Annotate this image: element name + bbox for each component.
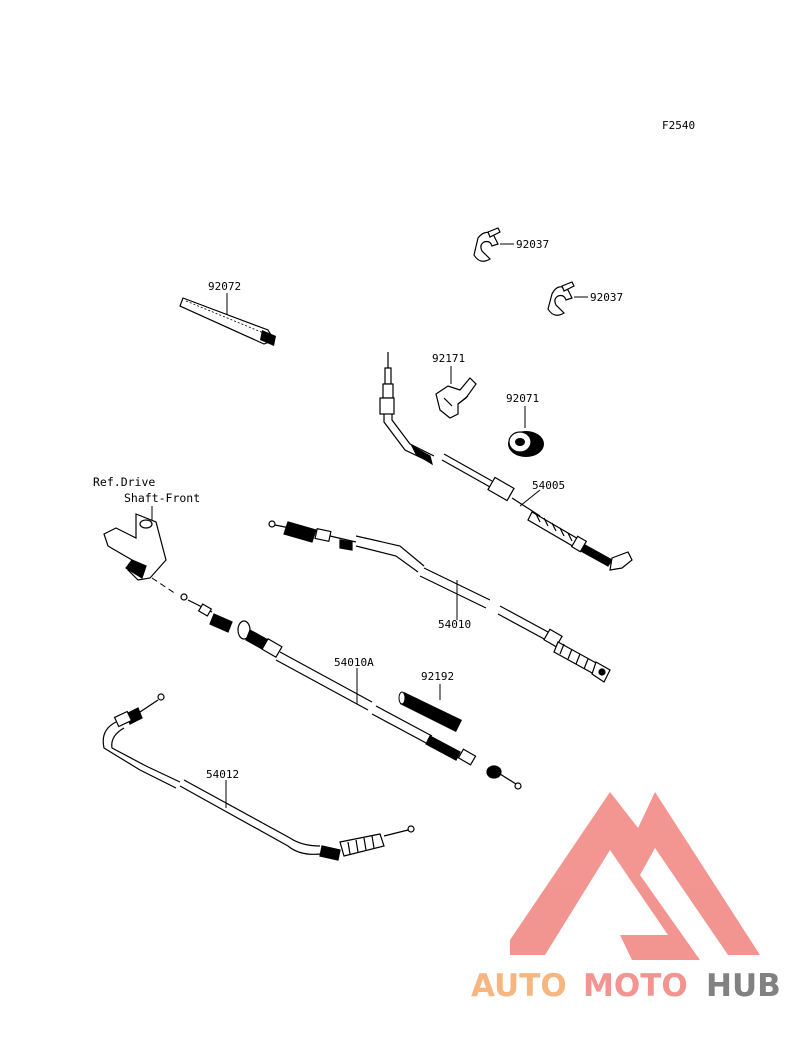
part-92037-clamp-lower[interactable] bbox=[547, 281, 575, 316]
part-92192-tube[interactable] bbox=[398, 691, 462, 732]
figure-code: F2540 bbox=[662, 119, 695, 132]
part-54010-cable[interactable] bbox=[268, 520, 611, 683]
label-92037-upper: 92037 bbox=[516, 238, 549, 251]
part-92071-grommet[interactable] bbox=[508, 431, 544, 457]
ref-note-line1: Ref.Drive bbox=[93, 475, 155, 489]
label-92037-lower: 92037 bbox=[590, 291, 623, 304]
label-92192: 92192 bbox=[421, 670, 454, 683]
logo-text-auto: AUTO bbox=[471, 968, 567, 1004]
part-92037-clamp-upper[interactable] bbox=[473, 227, 501, 262]
drive-shaft-bracket bbox=[103, 513, 167, 581]
label-54012: 54012 bbox=[206, 768, 239, 781]
label-92071: 92071 bbox=[506, 392, 539, 405]
part-92072-cable-tie[interactable] bbox=[179, 297, 276, 346]
automotohub-logo: AUTO MOTO HUB bbox=[471, 792, 781, 1004]
logo-text-hub: HUB bbox=[706, 968, 781, 1004]
label-54010A: 54010A bbox=[334, 656, 374, 669]
part-54005-cable[interactable] bbox=[379, 352, 633, 571]
part-54010A-cable[interactable] bbox=[180, 593, 522, 790]
label-54010: 54010 bbox=[438, 618, 471, 631]
logo-text-moto: MOTO bbox=[583, 968, 688, 1004]
label-92072: 92072 bbox=[208, 280, 241, 293]
label-54005: 54005 bbox=[532, 479, 565, 492]
part-54012-cable[interactable] bbox=[102, 693, 415, 861]
logo-mark-icon bbox=[510, 792, 760, 960]
label-92171: 92171 bbox=[432, 352, 465, 365]
ref-note-line2: Shaft-Front bbox=[124, 491, 200, 505]
part-92171-cable-clamp[interactable] bbox=[435, 377, 477, 419]
